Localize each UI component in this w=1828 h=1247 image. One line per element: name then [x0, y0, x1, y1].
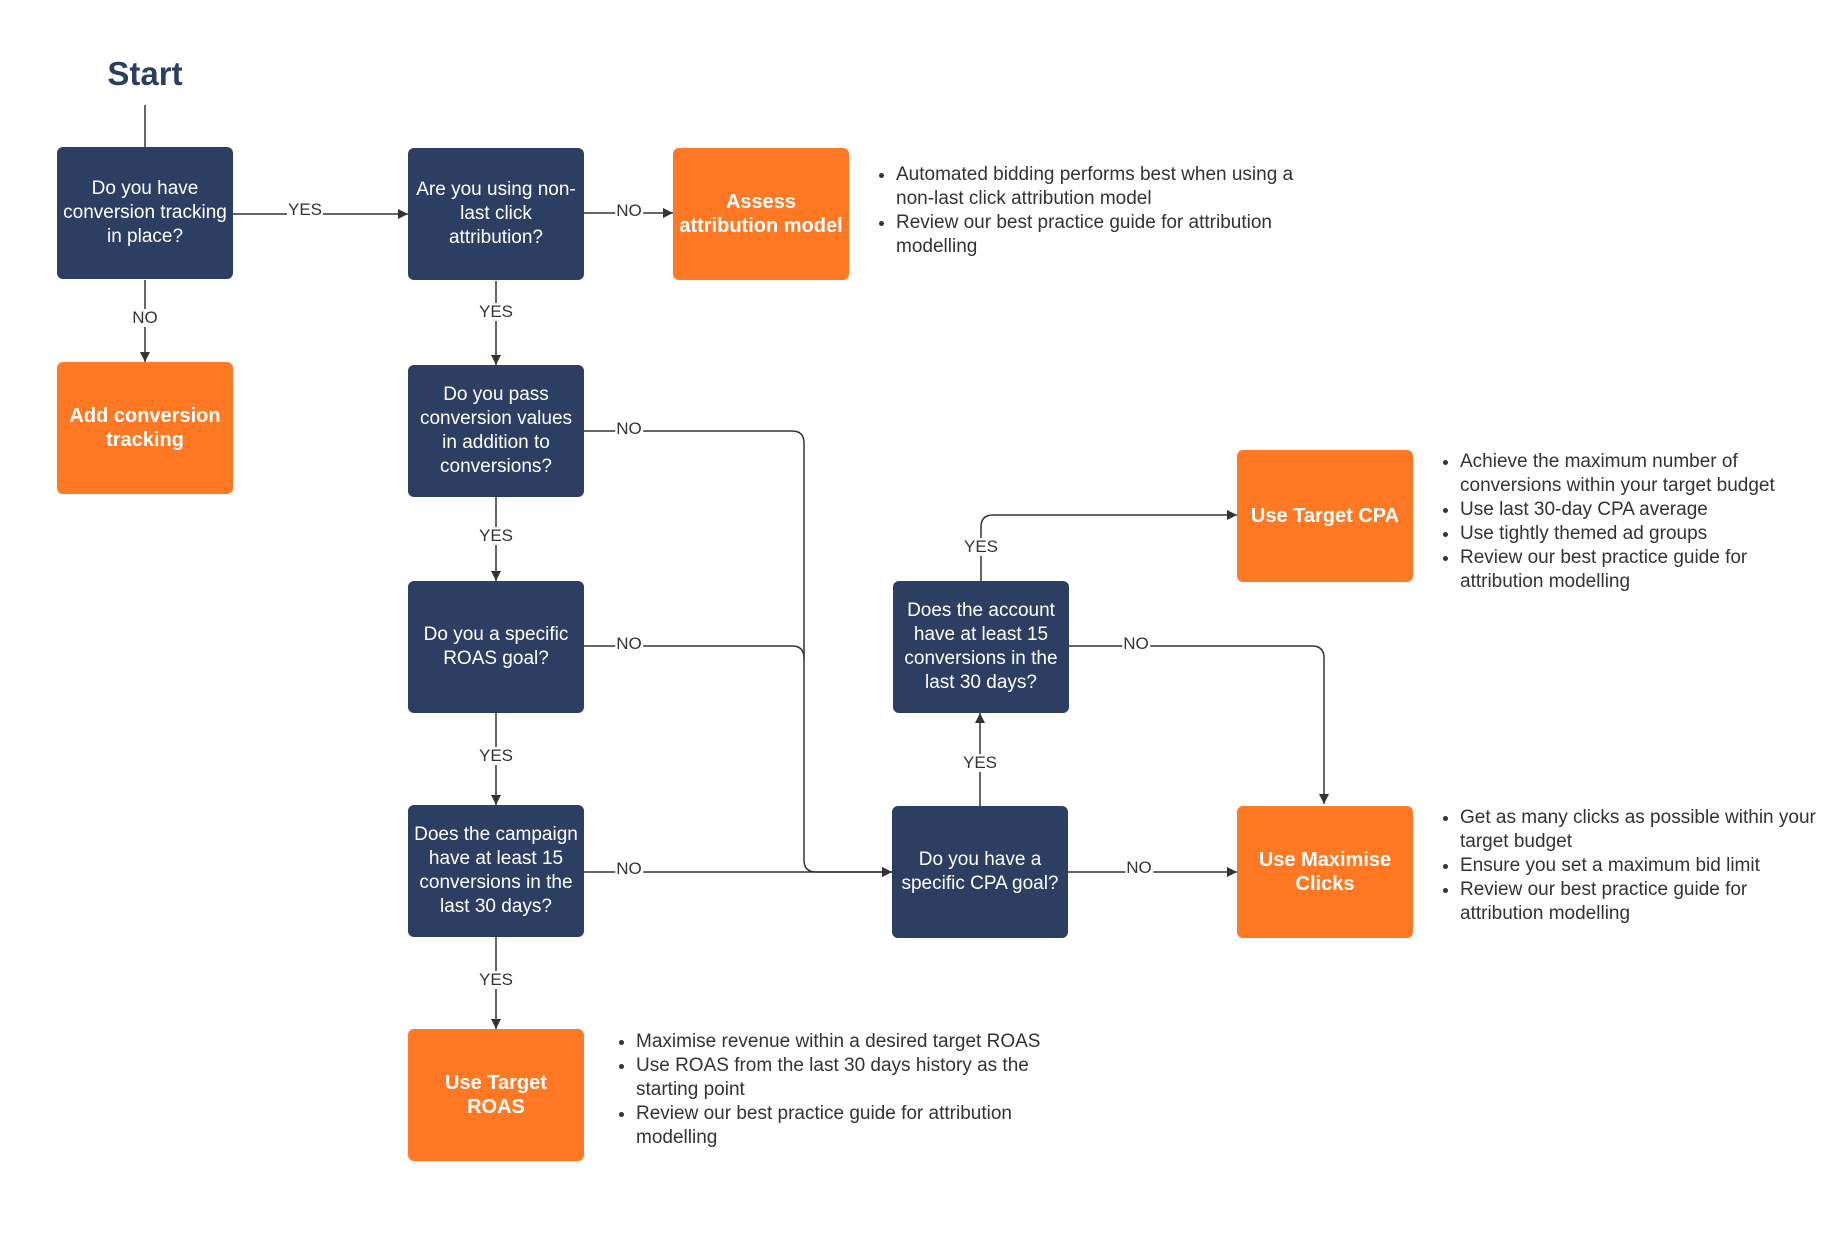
edge-label-campaign-no: NO: [615, 859, 643, 878]
edge-label-cpa-yes: YES: [961, 753, 999, 772]
notes-item: Maximise revenue within a desired target…: [636, 1030, 1056, 1054]
notes-item: Use ROAS from the last 30 days history a…: [636, 1054, 1056, 1102]
edge-label-attribution-yes: YES: [477, 302, 515, 321]
notes-item: Automated bidding performs best when usi…: [896, 163, 1296, 211]
notes-item: Review our best practice guide for attri…: [896, 211, 1296, 259]
edge-label-account-yes: YES: [962, 537, 1000, 556]
notes-maximise-clicks: Get as many clicks as possible within yo…: [1432, 806, 1828, 926]
edge-label-attribution-no: NO: [615, 201, 643, 220]
node-conversion-values-question: Do you pass conversion values in additio…: [408, 365, 584, 497]
notes-item: Review our best practice guide for attri…: [1460, 878, 1828, 926]
edge-label-roas-yes: YES: [477, 746, 515, 765]
node-use-target-roas: Use Target ROAS: [408, 1029, 584, 1161]
connector-roas-no: [584, 645, 805, 659]
node-assess-attribution-model: Assess attribution model: [673, 148, 849, 280]
notes-target-roas: Maximise revenue within a desired target…: [608, 1030, 1056, 1150]
edge-label-convvalues-yes: YES: [477, 526, 515, 545]
node-use-maximise-clicks: Use Maximise Clicks: [1237, 806, 1413, 938]
node-roas-goal-question: Do you a specific ROAS goal?: [408, 581, 584, 713]
edge-label-roas-no: NO: [615, 634, 643, 653]
notes-item: Review our best practice guide for attri…: [1460, 546, 1828, 594]
edge-label-campaign-yes: YES: [477, 970, 515, 989]
connector-account-no: [1069, 645, 1329, 804]
node-cpa-goal-question: Do you have a specific CPA goal?: [892, 806, 1068, 938]
node-campaign-conversions-question: Does the campaign have at least 15 conve…: [408, 805, 584, 937]
node-use-target-cpa: Use Target CPA: [1237, 450, 1413, 582]
edge-label-convvalues-no: NO: [615, 419, 643, 438]
connector-account-yes: [980, 510, 1237, 582]
node-attribution-question: Are you using non-last click attribution…: [408, 148, 584, 280]
edge-label-cpa-no: NO: [1125, 858, 1153, 877]
notes-target-cpa: Achieve the maximum number of conversion…: [1432, 450, 1828, 594]
notes-assess: Automated bidding performs best when usi…: [868, 163, 1296, 259]
node-account-conversions-question: Does the account have at least 15 conver…: [893, 581, 1069, 713]
notes-item: Use tightly themed ad groups: [1460, 522, 1828, 546]
start-title: Start: [107, 55, 183, 92]
edge-label-tracking-yes: YES: [286, 200, 324, 219]
edge-label-tracking-no: NO: [131, 308, 159, 327]
notes-item: Use last 30-day CPA average: [1460, 498, 1828, 522]
node-add-conversion-tracking: Add conversion tracking: [57, 362, 233, 494]
edge-label-account-no: NO: [1122, 634, 1150, 653]
notes-item: Achieve the maximum number of conversion…: [1460, 450, 1828, 498]
notes-item: Review our best practice guide for attri…: [636, 1102, 1056, 1150]
notes-item: Ensure you set a maximum bid limit: [1460, 854, 1828, 878]
node-tracking-question: Do you have conversion tracking in place…: [57, 147, 233, 279]
notes-item: Get as many clicks as possible within yo…: [1460, 806, 1828, 854]
